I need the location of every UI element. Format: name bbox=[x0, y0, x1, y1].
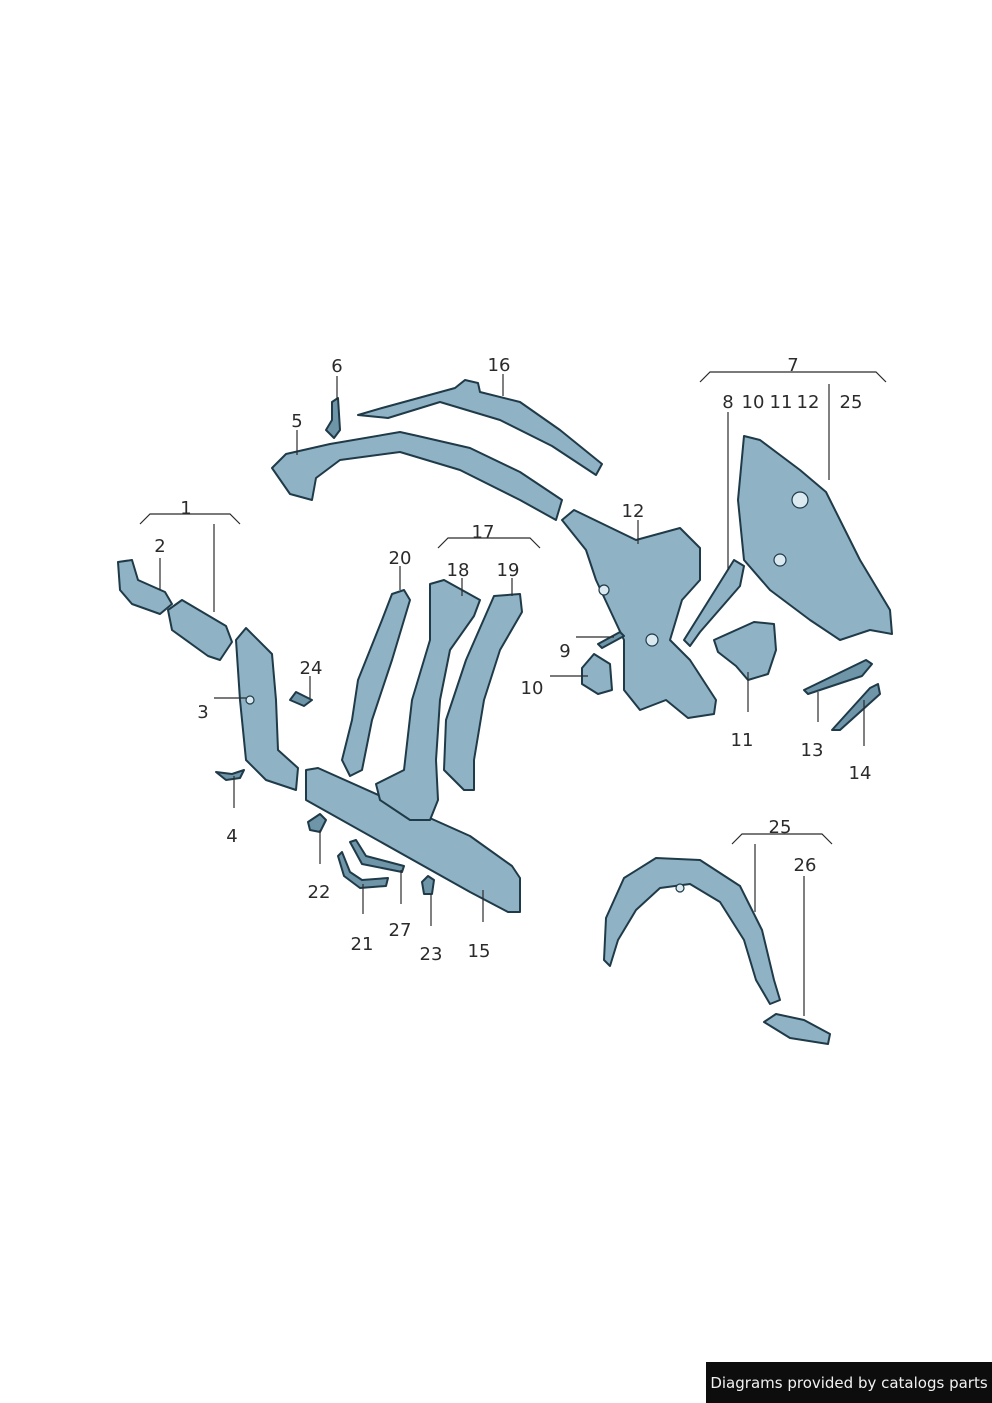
callout-7-sub-12: 12 bbox=[797, 392, 820, 413]
callout-16: 16 bbox=[488, 355, 511, 376]
callout-12: 12 bbox=[622, 501, 645, 522]
hole bbox=[791, 491, 809, 509]
credit-badge: Diagrams provided by catalogs parts bbox=[706, 1362, 992, 1403]
hole bbox=[675, 883, 685, 893]
part-21-brace bbox=[337, 851, 389, 889]
callout-7-sub-11: 11 bbox=[770, 392, 793, 413]
callout-27: 27 bbox=[389, 920, 412, 941]
part-22-bracket bbox=[307, 813, 327, 833]
part-27-brace bbox=[349, 839, 405, 873]
callout-26: 26 bbox=[794, 855, 817, 876]
callout-7-sub-25: 25 bbox=[840, 392, 863, 413]
leader-1-bracket bbox=[139, 513, 241, 525]
hole bbox=[245, 695, 255, 705]
part-25-wheel-house bbox=[603, 857, 781, 1005]
callout-6: 6 bbox=[331, 356, 342, 377]
callout-17: 17 bbox=[472, 522, 495, 543]
hole bbox=[773, 553, 787, 567]
part-6-bracket bbox=[325, 397, 341, 439]
callout-15: 15 bbox=[468, 941, 491, 962]
callout-7-sub-8: 8 bbox=[722, 392, 733, 413]
callout-9: 9 bbox=[559, 641, 570, 662]
callout-20: 20 bbox=[389, 548, 412, 569]
callout-21: 21 bbox=[351, 934, 374, 955]
callout-7-sub-10: 10 bbox=[742, 392, 765, 413]
part-2-bracket bbox=[117, 559, 173, 615]
part-24-plate bbox=[289, 691, 313, 707]
callout-14: 14 bbox=[849, 763, 872, 784]
leader-17-bracket bbox=[437, 537, 541, 549]
callout-3: 3 bbox=[197, 702, 208, 723]
part-19-b-pillar-inner bbox=[443, 593, 523, 791]
callout-11: 11 bbox=[731, 730, 754, 751]
part-14-strip bbox=[831, 683, 881, 731]
callout-24: 24 bbox=[300, 658, 323, 679]
part-4-clip bbox=[215, 769, 245, 781]
callout-19: 19 bbox=[497, 560, 520, 581]
callout-4: 4 bbox=[226, 826, 237, 847]
part-11-bracket bbox=[713, 621, 777, 681]
part-16-roof-rail-inner bbox=[357, 379, 603, 476]
part-10-bracket bbox=[581, 653, 613, 695]
callout-10: 10 bbox=[521, 678, 544, 699]
part-1-member bbox=[167, 599, 233, 661]
part-23-plate bbox=[421, 875, 435, 895]
part-13-strip bbox=[803, 659, 873, 695]
part-5-roof-rail-outer bbox=[271, 431, 563, 521]
part-18-b-pillar bbox=[375, 579, 481, 821]
callout-1: 1 bbox=[180, 498, 191, 519]
part-12-c-pillar bbox=[561, 509, 717, 719]
callout-23: 23 bbox=[420, 944, 443, 965]
part-26-bracket bbox=[763, 1013, 831, 1045]
callout-25: 25 bbox=[769, 817, 792, 838]
part-9-strip bbox=[597, 631, 625, 649]
callout-5: 5 bbox=[291, 411, 302, 432]
part-20-b-pillar-reinf bbox=[341, 589, 411, 777]
credit-text: Diagrams provided by catalogs parts bbox=[710, 1373, 988, 1392]
part-8-strip bbox=[683, 559, 745, 647]
leader-7-bracket bbox=[699, 371, 887, 383]
callout-22: 22 bbox=[308, 882, 331, 903]
part-7-rear-panel bbox=[737, 435, 893, 641]
leader-25-bracket bbox=[731, 833, 833, 845]
callout-18: 18 bbox=[447, 560, 470, 581]
callout-2: 2 bbox=[154, 536, 165, 557]
hole bbox=[598, 584, 610, 596]
hole bbox=[645, 633, 659, 647]
callout-13: 13 bbox=[801, 740, 824, 761]
callout-7: 7 bbox=[787, 355, 798, 376]
part-3-a-pillar-lower bbox=[235, 627, 299, 791]
